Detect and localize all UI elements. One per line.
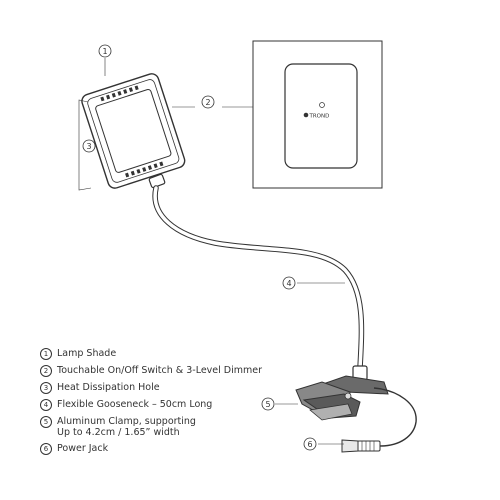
- trond-logo-icon: [303, 112, 309, 118]
- legend-label: Power Jack: [57, 443, 109, 454]
- legend-number: 6: [40, 443, 52, 455]
- power-jack: [341, 439, 381, 453]
- legend-number: 4: [40, 399, 52, 411]
- legend-item-power-jack: 6 Power Jack: [40, 443, 340, 455]
- legend-item-gooseneck: 4 Flexible Gooseneck – 50cm Long: [40, 399, 340, 411]
- callout-lines: [78, 58, 345, 445]
- legend-number: 5: [40, 416, 52, 428]
- lamp-head: [81, 73, 186, 189]
- parts-legend: 1 Lamp Shade 2 Touchable On/Off Switch &…: [40, 348, 340, 460]
- gooseneck: [152, 185, 365, 371]
- power-cord: [373, 387, 417, 447]
- legend-item-lamp-shade: 1 Lamp Shade: [40, 348, 340, 360]
- callout-4: 4: [282, 276, 296, 290]
- legend-item-clamp: 5 Aluminum Clamp, supporting Up to 4.2cm…: [40, 416, 340, 438]
- heat-dissipation-holes-top: [100, 85, 139, 102]
- callout-2: 2: [201, 95, 215, 109]
- callout-1: 1: [98, 44, 112, 58]
- svg-text:5: 5: [265, 400, 270, 409]
- legend-label: Heat Dissipation Hole: [57, 382, 160, 393]
- svg-text:2: 2: [205, 98, 210, 107]
- legend-label: Aluminum Clamp, supporting Up to 4.2cm /…: [57, 416, 196, 438]
- heat-dissipation-holes-bottom: [125, 161, 164, 178]
- switch-detail-inset: TROND: [252, 40, 383, 189]
- aluminum-clamp: [295, 365, 389, 421]
- svg-text:3: 3: [86, 142, 91, 151]
- power-button-icon: [319, 102, 325, 108]
- legend-number: 2: [40, 365, 52, 377]
- brand-text: TROND: [309, 114, 330, 120]
- legend-number: 1: [40, 348, 52, 360]
- callout-6: 6: [303, 437, 317, 451]
- legend-label: Lamp Shade: [57, 348, 117, 359]
- legend-label: Touchable On/Off Switch & 3-Level Dimmer: [57, 365, 263, 376]
- callout-3: 3: [82, 139, 96, 153]
- legend-number: 3: [40, 382, 52, 394]
- svg-text:6: 6: [307, 440, 312, 449]
- legend-item-switch: 2 Touchable On/Off Switch & 3-Level Dimm…: [40, 365, 340, 377]
- svg-text:1: 1: [102, 47, 107, 56]
- callout-5: 5: [261, 397, 275, 411]
- legend-label: Flexible Gooseneck – 50cm Long: [57, 399, 213, 410]
- head-joint: [148, 173, 166, 189]
- legend-item-heat-holes: 3 Heat Dissipation Hole: [40, 382, 340, 394]
- svg-text:4: 4: [286, 279, 291, 288]
